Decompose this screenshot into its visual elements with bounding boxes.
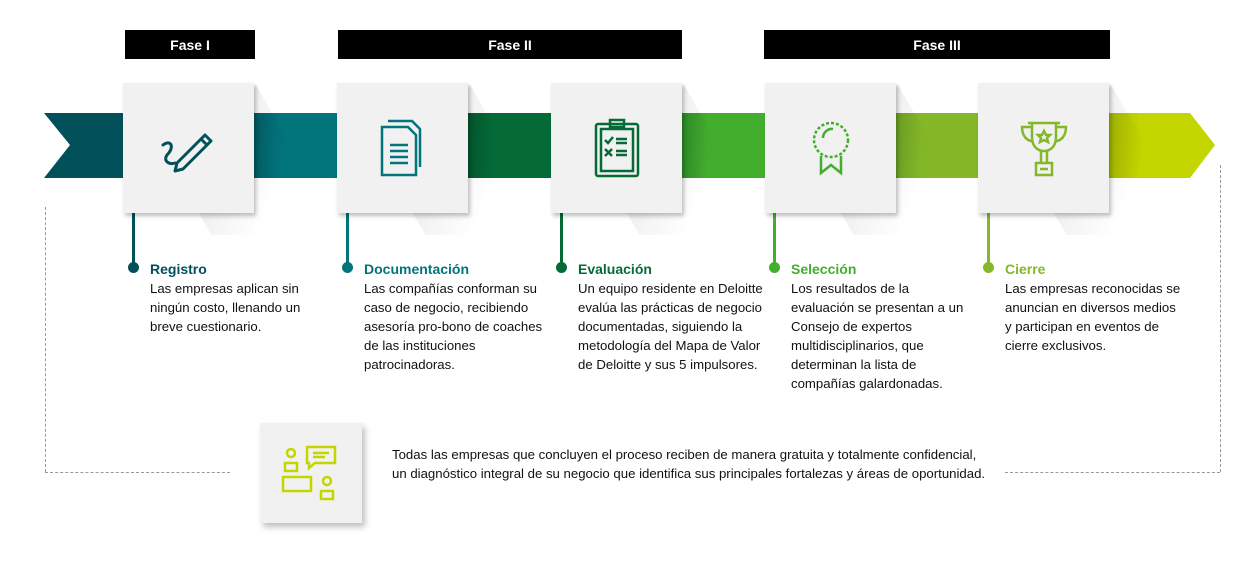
step-description: Las compañías conforman su caso de negoc… (364, 281, 543, 372)
pen-signature-icon (161, 133, 212, 173)
step-title: Documentación (364, 261, 470, 277)
step-description: Los resultados de la evaluación se prese… (791, 281, 964, 391)
note-card (260, 423, 362, 523)
dashed-connector-right-h (1005, 472, 1220, 473)
phase-1-header: Fase I (125, 30, 255, 59)
step-title: Registro (150, 261, 207, 277)
dashed-connector-left (45, 207, 46, 472)
step-card-evaluacion (551, 83, 682, 213)
step-registro: Registro Las empresas aplican sin ningún… (150, 260, 320, 336)
step-documentacion: Documentación Las compañías conforman su… (364, 260, 549, 374)
trophy-icon (1020, 121, 1067, 177)
step-cierre: Cierre Las empresas reconocidas se anunc… (1005, 260, 1185, 355)
clipboard-checklist-icon (594, 118, 639, 178)
step-title: Evaluación (578, 261, 652, 277)
award-ribbon-icon (812, 121, 849, 176)
step-card-cierre (978, 83, 1109, 213)
step-title: Cierre (1005, 261, 1046, 277)
phase-3-header: Fase III (764, 30, 1110, 59)
documents-icon (380, 119, 421, 177)
step-description: Las empresas reconocidas se anuncian en … (1005, 281, 1181, 353)
step-evaluacion: Evaluación Un equipo residente en Deloit… (578, 260, 763, 374)
phase-2-header: Fase II (338, 30, 682, 59)
step-description: Un equipo residente en Deloitte evalúa l… (578, 281, 763, 372)
consulting-people-icon (281, 445, 337, 501)
step-title: Selección (791, 261, 857, 277)
step-card-registro (123, 83, 254, 213)
step-seleccion: Selección Los resultados de la evaluació… (791, 260, 971, 393)
dashed-connector-right (1220, 165, 1221, 472)
step-card-seleccion (765, 83, 896, 213)
step-card-documentacion (337, 83, 468, 213)
step-description: Las empresas aplican sin ningún costo, l… (150, 281, 301, 334)
dashed-connector-left-h (45, 472, 230, 473)
note-text: Todas las empresas que concluyen el proc… (392, 447, 986, 481)
